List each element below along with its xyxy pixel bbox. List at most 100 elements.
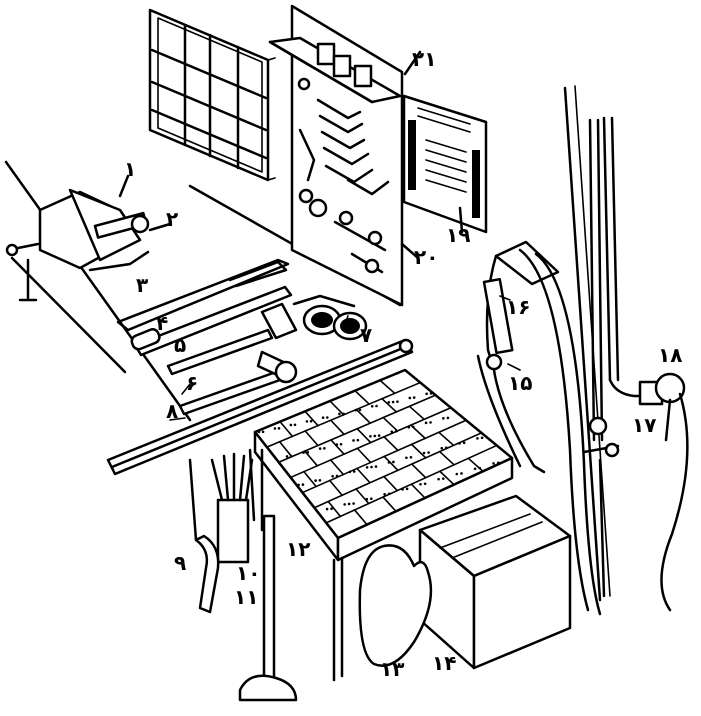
brick-speckle (338, 413, 341, 416)
brick-speckle (375, 405, 378, 408)
brick-speckle (306, 451, 309, 454)
brick-speckle (413, 396, 416, 399)
label-1: ۱ (124, 157, 136, 181)
brick-speckle (409, 397, 412, 400)
brick-speckle (396, 372, 399, 375)
brick-speckle (343, 503, 346, 506)
tool-board (270, 6, 420, 305)
brick-speckle (492, 462, 495, 465)
brick-speckle (366, 498, 369, 501)
brick-speckle (392, 461, 395, 464)
label-2: ۲ (166, 207, 178, 231)
brick-speckle (359, 409, 362, 412)
brick-speckle (352, 439, 355, 442)
brick-speckle (340, 443, 343, 446)
brick-speckle (412, 426, 415, 429)
label-6: ۶ (186, 371, 198, 395)
brick-speckle (349, 471, 352, 474)
brick-speckle (262, 431, 265, 434)
brick-speckle (357, 439, 360, 442)
brick-speckle (410, 456, 413, 459)
label-7: ۷ (360, 323, 372, 347)
brick-speckle (425, 422, 428, 425)
label-4: ۴ (156, 311, 168, 335)
brick-speckle (336, 475, 339, 478)
window (150, 10, 275, 180)
brick-speckle (463, 441, 466, 444)
label-16: ۱۶ (506, 295, 530, 319)
brick-speckle (442, 477, 445, 480)
brick-speckle (405, 456, 408, 459)
brick-speckle (388, 493, 391, 496)
brick-speckle (353, 470, 356, 473)
label-12: ۱۲ (286, 537, 310, 561)
brick-speckle (437, 478, 440, 481)
label-20: ۲۰ (414, 245, 438, 269)
brick-speckle (330, 507, 333, 510)
brick-speckle (419, 483, 422, 486)
brick-speckle (458, 442, 461, 445)
brick-speckle (290, 455, 293, 458)
brick-speckle (323, 447, 326, 450)
label-11: ۱۱ (234, 585, 258, 609)
brick-speckle (366, 466, 369, 469)
label-8: ۸ (166, 399, 178, 423)
label-14: ۱۴ (432, 651, 456, 675)
label-10: ۱۰ (236, 561, 260, 585)
brick-speckle (342, 412, 345, 415)
label-3: ۳ (136, 273, 148, 297)
label-15: ۱۵ (508, 371, 532, 395)
brick-speckle (319, 447, 322, 450)
brick-speckle (425, 393, 428, 396)
label-9: ۹ (174, 551, 186, 575)
brick-speckle (442, 417, 445, 420)
brick-speckle (401, 488, 404, 491)
brick-speckle (286, 455, 289, 458)
brick-speckle (290, 424, 293, 427)
brick-speckle (314, 479, 317, 482)
brick-speckle (408, 426, 411, 429)
instruction-chart (404, 96, 486, 232)
brick-speckle (378, 434, 381, 437)
brick-speckle (383, 493, 386, 496)
brick-speckle (481, 437, 484, 440)
brick-speckle (352, 502, 355, 505)
brick-speckle (440, 447, 443, 450)
brick-speckle (406, 488, 409, 491)
brick-speckle (326, 416, 329, 419)
brick-speckle (392, 401, 395, 404)
label-13: ۱۳ (380, 657, 404, 681)
brick-speckle (373, 435, 376, 438)
brick-speckle (322, 416, 325, 419)
label-18: ۱۸ (658, 343, 682, 367)
scrap-bin (420, 496, 570, 668)
brick-speckle (474, 467, 477, 470)
brick-speckle (445, 446, 448, 449)
brick-speckle (302, 483, 305, 486)
brick-speckle (395, 430, 398, 433)
brick-speckle (427, 451, 430, 454)
brick-speckle (258, 431, 261, 434)
brick-speckle (423, 452, 426, 455)
electrode-holder (212, 454, 252, 562)
brick-speckle (354, 409, 357, 412)
brick-speckle (430, 392, 433, 395)
brick-speckle (371, 405, 374, 408)
goggles (294, 296, 366, 339)
brick-speckle (302, 451, 305, 454)
brick-speckle (396, 400, 399, 403)
brick-speckle (460, 472, 463, 475)
brick-speckle (335, 443, 338, 446)
brick-speckle (390, 430, 393, 433)
brick-speckle (479, 467, 482, 470)
brick-speckle (388, 461, 391, 464)
brick-speckle (306, 420, 309, 423)
brick-speckle (375, 465, 378, 468)
brick-speckle (456, 473, 459, 476)
brick-speckle (319, 479, 322, 482)
brick-speckle (278, 427, 281, 430)
welding-glove (360, 545, 431, 665)
brick-speckle (331, 475, 334, 478)
brick-speckle (348, 503, 351, 506)
